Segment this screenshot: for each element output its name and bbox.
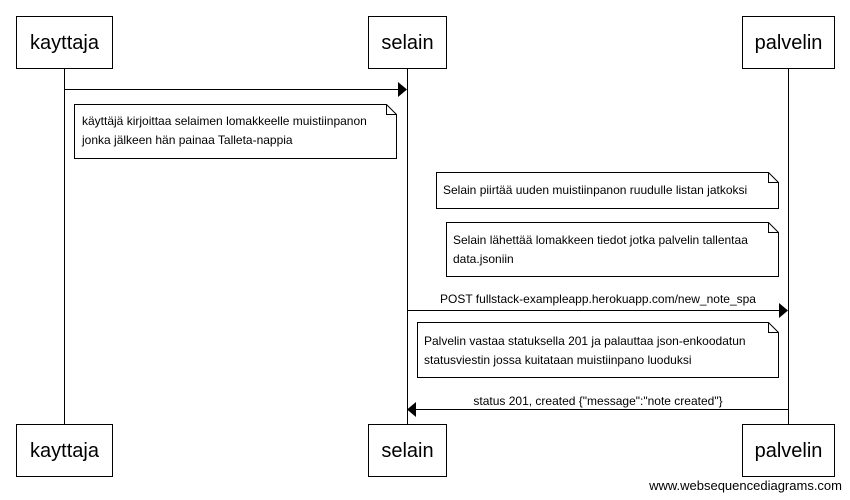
- participant-label: selain: [381, 440, 433, 462]
- note-line: Selain piirtää uuden muistiinpanon ruudu…: [443, 183, 747, 197]
- note-line: jonka jälkeen hän painaa Talleta-nappia: [81, 133, 293, 147]
- participant-label: kayttaja: [30, 440, 100, 462]
- arrowhead-icon: [398, 82, 407, 97]
- arrowhead-icon: [779, 303, 788, 318]
- participant-selain-bottom: selain: [368, 424, 447, 477]
- participant-label: selain: [381, 32, 433, 54]
- note-1: käyttäjä kirjoittaa selaimen lomakkeelle…: [74, 104, 397, 159]
- note-line: käyttäjä kirjoittaa selaimen lomakkeelle…: [82, 114, 367, 128]
- note-3: Selain lähettää lomakkeen tiedot jotka p…: [446, 222, 779, 277]
- note-line: Palvelin vastaa statuksella 201 ja palau…: [424, 334, 746, 348]
- note-line: data.jsoniin: [453, 252, 514, 266]
- arrowhead-icon: [407, 402, 416, 417]
- message-kayttaja-to-selain: [64, 82, 407, 97]
- participant-label: kayttaja: [30, 32, 100, 54]
- note-4: Palvelin vastaa statuksella 201 ja palau…: [417, 322, 779, 378]
- note-line: statusviestin jossa kuitataan muistiinpa…: [424, 353, 691, 367]
- participant-palvelin-bottom: palvelin: [742, 424, 835, 477]
- participant-kayttaja-top: kayttaja: [16, 16, 113, 69]
- participant-label: palvelin: [755, 440, 823, 462]
- note-2: Selain piirtää uuden muistiinpanon ruudu…: [436, 172, 779, 209]
- participant-kayttaja-bottom: kayttaja: [16, 424, 113, 477]
- note-line: Selain lähettää lomakkeen tiedot jotka p…: [453, 233, 748, 247]
- message-label: status 201, created {"message":"note cre…: [473, 394, 722, 408]
- footer-watermark: www.websequencediagrams.com: [648, 478, 842, 493]
- message-label: POST fullstack-exampleapp.herokuapp.com/…: [440, 292, 756, 306]
- message-palvelin-to-selain: status 201, created {"message":"note cre…: [407, 394, 789, 417]
- participant-label: palvelin: [755, 32, 823, 54]
- participant-palvelin-top: palvelin: [742, 16, 835, 69]
- message-selain-to-palvelin: POST fullstack-exampleapp.herokuapp.com/…: [407, 292, 788, 318]
- participant-selain-top: selain: [368, 16, 447, 69]
